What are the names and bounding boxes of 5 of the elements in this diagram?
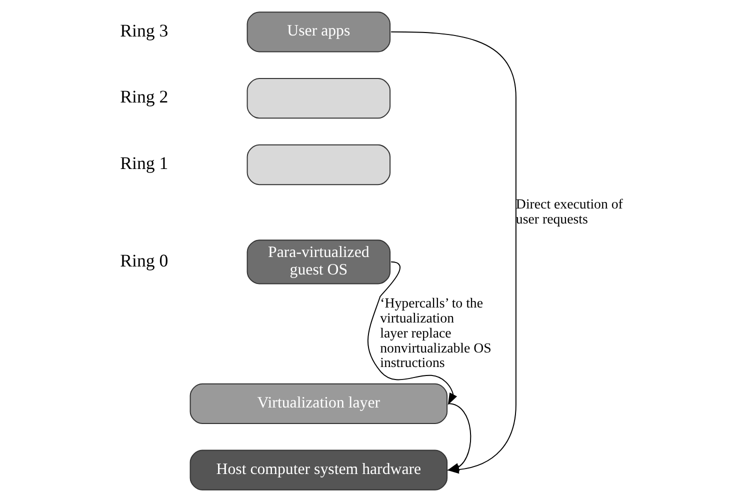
- edge-label: ‘Hypercalls’ to the virtualization layer replace nonvirtualizable OS instructions: [380, 296, 492, 372]
- label: Ring 3: [120, 20, 168, 40]
- label: Ring 2: [120, 86, 168, 107]
- label: Ring 0: [120, 250, 168, 270]
- label: Ring 1: [120, 153, 168, 174]
